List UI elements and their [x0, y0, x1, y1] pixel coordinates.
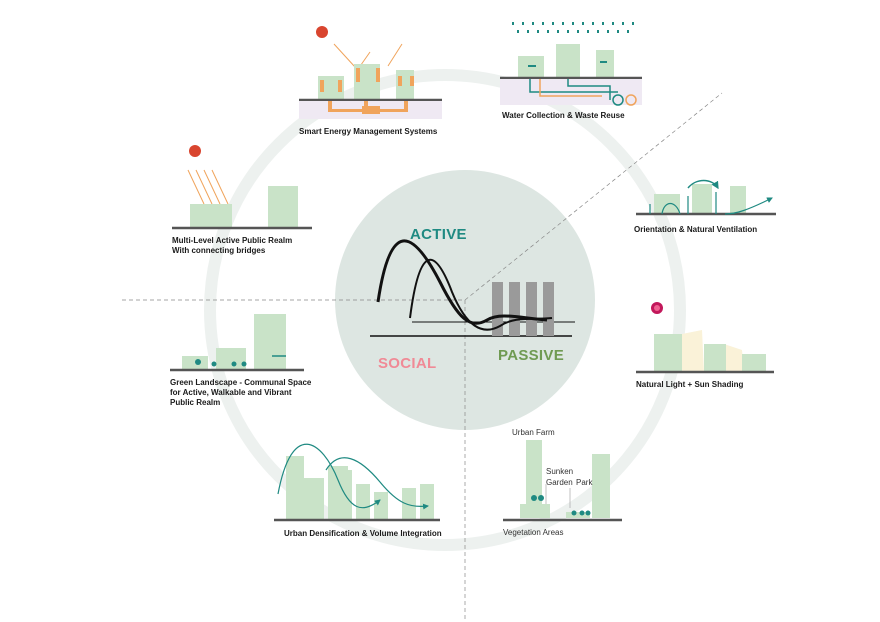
public-realm-label-line1: Multi-Level Active Public Realm [172, 236, 293, 245]
green-landscape-label-line1: Green Landscape - Communal Space [170, 378, 312, 387]
dashed-guides [122, 92, 723, 622]
green-landscape-label-line3: Public Realm [170, 398, 221, 407]
vegetation-areas-label: Vegetation Areas [503, 528, 564, 537]
natural-light-label: Natural Light + Sun Shading [636, 380, 744, 389]
sunken-label: Sunken [546, 467, 574, 476]
vegetation-illustration [503, 440, 622, 522]
ventilation-illustration [636, 179, 776, 216]
natural-light-illustration [636, 302, 774, 374]
sun-icon [189, 145, 201, 157]
smart-energy-illustration [299, 26, 442, 119]
public-realm-illustration [172, 145, 312, 230]
water-collection-illustration [500, 22, 642, 106]
active-label: ACTIVE [410, 226, 467, 243]
orientation-ventilation-label: Orientation & Natural Ventilation [634, 225, 758, 234]
outer-ring [204, 69, 686, 551]
water-collection-label: Water Collection & Waste Reuse [502, 111, 625, 120]
passive-label: PASSIVE [498, 347, 565, 364]
social-label: SOCIAL [378, 355, 437, 372]
sun-icon [316, 26, 328, 38]
green-landscape-illustration [170, 314, 304, 372]
park-label: Park [576, 478, 593, 487]
public-realm-label-line2: With connecting bridges [172, 246, 266, 255]
urban-farm-label: Urban Farm [512, 428, 555, 437]
densification-label: Urban Densification & Volume Integration [284, 529, 442, 538]
densification-illustration [274, 443, 440, 522]
center-graphic [370, 239, 575, 337]
garden-label: Garden [546, 478, 573, 487]
smart-energy-label: Smart Energy Management Systems [299, 127, 438, 136]
green-landscape-label-line2: for Active, Walkable and Vibrant [170, 388, 292, 397]
